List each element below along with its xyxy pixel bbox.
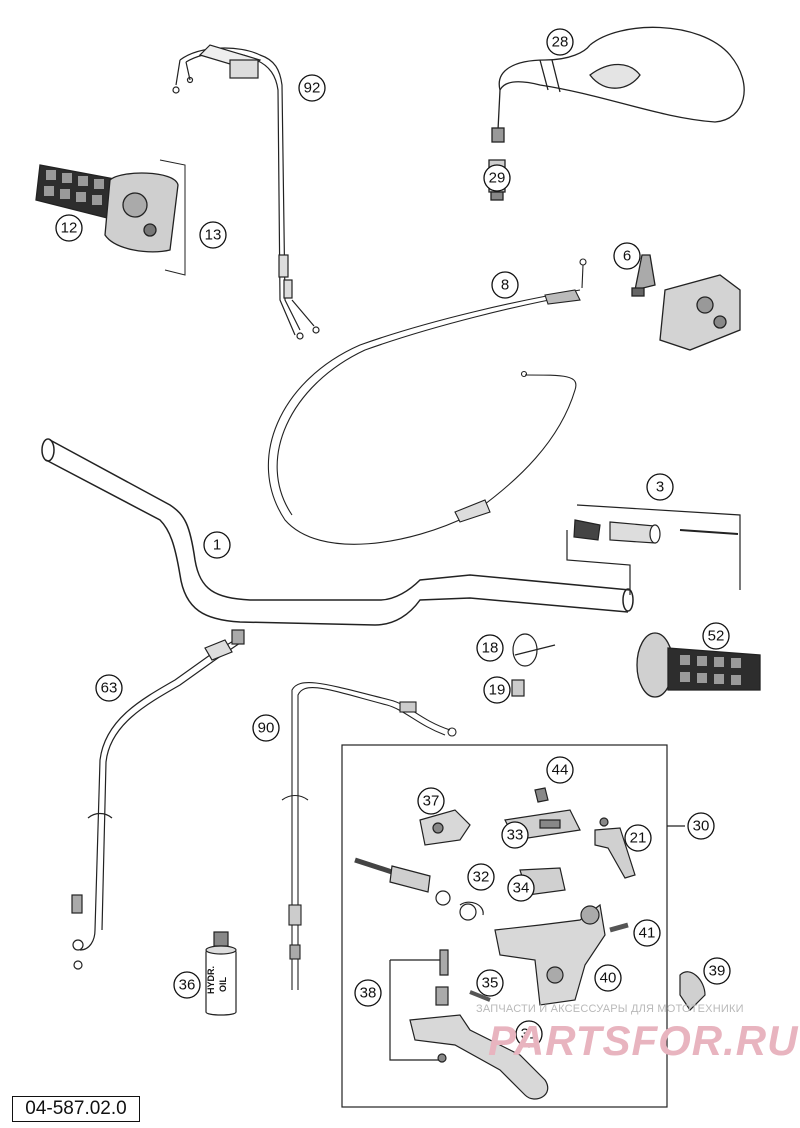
bottle-label-line1: HYDR. — [206, 966, 216, 994]
watermark-caption: ЗАПЧАСТИ И АКСЕССУАРЫ ДЛЯ МОТОТЕХНИКИ — [476, 1003, 744, 1015]
callout-92: 92 — [304, 80, 321, 97]
left-grip — [636, 632, 761, 698]
cable-tie — [511, 633, 556, 697]
callout-41: 41 — [639, 925, 656, 942]
callout-28: 28 — [552, 34, 569, 51]
callout-8: 8 — [501, 277, 509, 294]
callout-37: 37 — [423, 793, 440, 810]
callout-12: 12 — [61, 220, 78, 237]
hydraulic-oil-bottle — [205, 931, 237, 1016]
bottle-label-line2: OIL — [218, 976, 228, 992]
callout-3: 3 — [656, 479, 664, 496]
callout-18: 18 — [482, 640, 499, 657]
master-cylinder-group — [341, 744, 685, 1108]
callout-31: 31 — [521, 1026, 538, 1043]
callout-13: 13 — [205, 227, 222, 244]
callout-34: 34 — [513, 880, 530, 897]
brake-line — [71, 629, 245, 970]
callout-35: 35 — [482, 975, 499, 992]
handlebar — [41, 438, 634, 626]
callout-39: 39 — [709, 963, 726, 980]
callout-labels: 28 92 29 12 13 8 6 1 3 18 52 63 19 90 44… — [61, 34, 726, 1043]
callout-63: 63 — [101, 680, 118, 697]
drawing-code: 04-587.02.0 — [12, 1096, 140, 1122]
throttle-cable — [172, 44, 320, 340]
callout-36: 36 — [179, 977, 196, 994]
callout-1: 1 — [213, 537, 221, 554]
callout-38: 38 — [360, 985, 377, 1002]
callout-6: 6 — [623, 248, 631, 265]
hot-start-cable — [281, 682, 457, 990]
master-cylinder-parts — [354, 787, 706, 1100]
callout-21: 21 — [630, 830, 647, 847]
callout-40: 40 — [600, 970, 617, 987]
clutch-cable — [268, 258, 587, 545]
callout-32: 32 — [473, 869, 490, 886]
callout-44: 44 — [552, 762, 569, 779]
watermark-logo: PARTSFOR.RU — [488, 1017, 799, 1064]
callout-52: 52 — [708, 628, 725, 645]
callout-29: 29 — [489, 170, 506, 187]
callout-30: 30 — [693, 818, 710, 835]
callout-circles — [55, 28, 731, 1048]
callout-19: 19 — [489, 682, 506, 699]
callout-33: 33 — [507, 827, 524, 844]
callout-90: 90 — [258, 720, 275, 737]
throttle-grip-assembly — [35, 159, 186, 276]
handlebar-switch — [631, 254, 741, 351]
bar-end-assembly — [566, 504, 741, 595]
